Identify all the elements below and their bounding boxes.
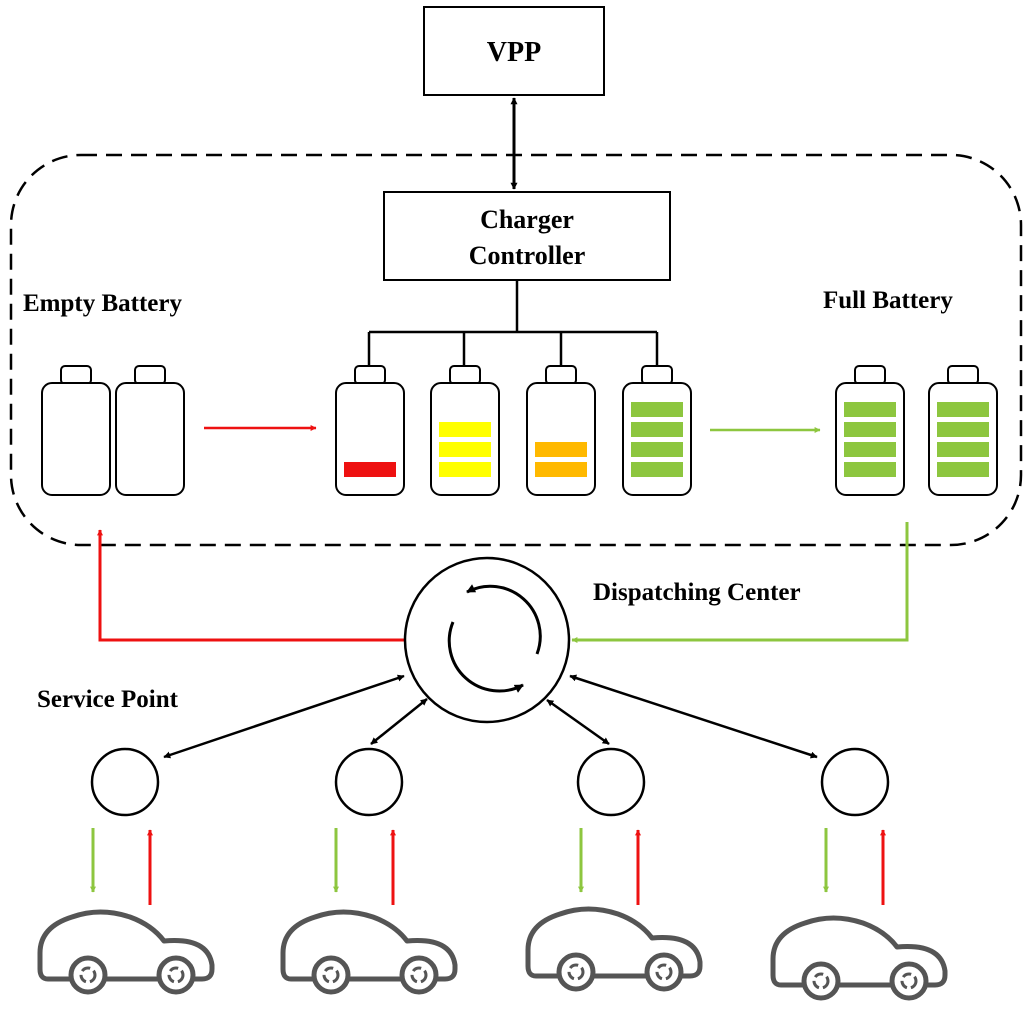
vpp-label: VPP [487, 37, 541, 68]
service-point-1 [90, 747, 160, 817]
charger-connections [367, 280, 659, 366]
battery-level-bar [631, 442, 683, 457]
full-battery-1 [835, 365, 905, 496]
service-point-2 [334, 747, 404, 817]
battery-body [430, 382, 500, 496]
car-wheel [156, 955, 196, 995]
battery-body [41, 382, 111, 496]
link-sp2 [370, 698, 428, 745]
recycle-icon [900, 972, 918, 990]
recycle-icon [410, 966, 428, 984]
battery-cap [449, 365, 481, 385]
battery-group [41, 365, 998, 496]
dispatching-center-circle [403, 556, 571, 724]
service-point-label: Service Point [37, 686, 179, 713]
car-wheel [311, 955, 351, 995]
service-point-3 [576, 747, 646, 817]
battery-level-bar [439, 462, 491, 477]
battery-body [928, 382, 998, 496]
recycle-icon [167, 966, 185, 984]
recycle-icon [322, 966, 340, 984]
car-wheel [556, 952, 596, 992]
recycle-icon [79, 966, 97, 984]
battery-cap [854, 365, 886, 385]
charger-label-line1: Charger [480, 205, 574, 234]
battery-cap [354, 365, 386, 385]
car-icon-3 [525, 906, 703, 992]
battery-level-bar [844, 402, 896, 417]
battery-level-bar [535, 442, 587, 457]
battery-level-bar [937, 402, 989, 417]
service-point-4 [820, 747, 890, 817]
cycle-icon [447, 584, 542, 693]
car-wheel [889, 961, 929, 1001]
return-empty-arrow [97, 529, 408, 642]
recycle-icon [812, 972, 830, 990]
service-point-group [90, 747, 890, 817]
link-sp4 [569, 674, 818, 759]
station-boundary [9, 153, 1023, 547]
car-icon-4 [770, 915, 948, 1001]
supply-full-arrow [571, 522, 909, 643]
battery-level-bar [937, 462, 989, 477]
car-wheel [399, 955, 439, 995]
link-sp3 [546, 698, 610, 746]
battery-level-bar [937, 442, 989, 457]
charging-battery-low [335, 365, 405, 496]
battery-cap [641, 365, 673, 385]
charging-battery-half [430, 365, 500, 496]
battery-level-bar [535, 462, 587, 477]
battery-cap [947, 365, 979, 385]
link-sp1 [163, 674, 405, 759]
charger-controller-box [383, 191, 671, 281]
battery-level-bar [439, 422, 491, 437]
recycle-icon [655, 963, 673, 981]
empty-battery-2 [115, 365, 185, 496]
battery-cap [134, 365, 166, 385]
battery-body [115, 382, 185, 496]
vpp-box [423, 6, 605, 96]
battery-body [526, 382, 596, 496]
battery-level-bar [844, 422, 896, 437]
battery-level-bar [937, 422, 989, 437]
dispatching-center-label: Dispatching Center [593, 579, 801, 606]
recycle-icon [567, 963, 585, 981]
battery-body [835, 382, 905, 496]
battery-level-bar [631, 462, 683, 477]
battery-level-bar [631, 422, 683, 437]
battery-body [622, 382, 692, 496]
car-wheel [68, 955, 108, 995]
car-icon-1 [37, 909, 215, 995]
battery-cap [545, 365, 577, 385]
battery-level-bar [344, 462, 396, 477]
charging-battery-full [622, 365, 692, 496]
battery-cap [60, 365, 92, 385]
battery-level-bar [844, 462, 896, 477]
battery-level-bar [439, 442, 491, 457]
charger-label-line2: Controller [469, 241, 586, 270]
car-wheel [801, 961, 841, 1001]
battery-body [335, 382, 405, 496]
battery-level-bar [631, 402, 683, 417]
car-wheel [644, 952, 684, 992]
full-battery-label: Full Battery [823, 287, 953, 314]
car-icon-2 [280, 909, 458, 995]
empty-battery-1 [41, 365, 111, 496]
charging-battery-partial [526, 365, 596, 496]
service-links [163, 674, 818, 759]
full-battery-2 [928, 365, 998, 496]
car-group [37, 828, 948, 1001]
battery-level-bar [844, 442, 896, 457]
empty-battery-label: Empty Battery [23, 290, 182, 317]
